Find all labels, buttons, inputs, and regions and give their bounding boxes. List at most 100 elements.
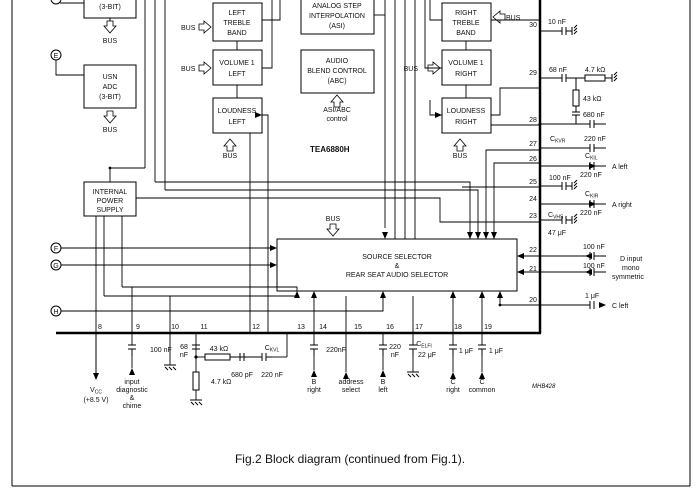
bus-arrow-source-selector (326, 223, 340, 237)
right-treble-block (441, 2, 492, 42)
abc-line1: AUDIO (326, 58, 349, 65)
label-address-2: select (342, 387, 360, 394)
label-vcc-val: (+8.5 V) (83, 397, 108, 404)
label-cleft: C left (612, 303, 628, 310)
right-treble-line2: TREBLE (452, 20, 480, 27)
label-bright-2: right (307, 387, 321, 394)
label-cap29: 68 nF (549, 67, 567, 74)
connector-g-label: G (53, 263, 58, 270)
bus-arrow-loudness-right (453, 138, 467, 152)
pin-21: 21 (529, 266, 537, 273)
pin-27: 27 (529, 141, 537, 148)
label-cright-2: right (446, 387, 460, 394)
volume1-right-line2: RIGHT (455, 71, 478, 78)
label-address-1: address (339, 379, 364, 386)
abc-line2: BLEND CONTROL (307, 68, 367, 75)
pin-26: 26 (529, 156, 537, 163)
bus-label-right-treble: BUS (506, 15, 521, 22)
label-cap680p: 680 pF (231, 372, 253, 379)
label-dinput-1: D input (620, 256, 642, 263)
pin-22: 22 (529, 247, 537, 254)
label-ckvl: CKVL (265, 345, 280, 354)
label-res43-bottom: 43 kΩ (210, 346, 228, 353)
wires (55, 0, 590, 400)
asi-line3: (ASI) (329, 23, 345, 30)
loudness-right-line2: RIGHT (455, 119, 478, 126)
pin-15: 15 (354, 324, 362, 331)
label-res43: 43 kΩ (583, 96, 601, 103)
usn-adc-line3: (3-BIT) (99, 94, 121, 101)
bus-label-usn-adc: BUS (103, 127, 118, 134)
right-treble-line1: RIGHT (455, 10, 478, 17)
asi-abc-arrow (330, 94, 344, 108)
label-bleft-1: B (381, 379, 386, 386)
label-cvhs: CVHS (548, 212, 564, 221)
volume1-right-block (441, 49, 492, 86)
pin-24: 24 (529, 196, 537, 203)
loudness-right-block (441, 97, 492, 134)
right-components (561, 27, 612, 309)
label-cap16-2: nF (391, 352, 399, 359)
label-cap25: 100 nF (549, 175, 571, 182)
adc-top-line1: (3-BIT) (99, 4, 121, 11)
label-ckir: CKIR (585, 191, 599, 200)
usn-adc-line2: ADC (103, 84, 118, 91)
usn-adc-line1: USN (103, 74, 118, 81)
label-dinput-3: symmetric (612, 274, 644, 281)
loudness-right-line1: LOUDNESS (447, 108, 486, 115)
label-dinput-2: mono (622, 265, 640, 272)
label-aleft: A left (612, 164, 628, 171)
asi-block (300, 0, 375, 35)
volume1-left-line2: LEFT (228, 71, 246, 78)
left-treble-line2: TREBLE (223, 20, 251, 27)
figure-caption: Fig.2 Block diagram (continued from Fig.… (234, 452, 466, 466)
label-cap11-1: 68 (180, 344, 188, 351)
label-ckvr: CKVR (550, 136, 566, 145)
loudness-left-line1: LOUDNESS (218, 108, 257, 115)
label-res29: 4.7 kΩ (585, 67, 605, 74)
ground-symbols (164, 24, 618, 406)
bus-arrow-adc-top (103, 20, 117, 34)
bus-label-volume1-right: BUS (404, 66, 419, 73)
bus-label-loudness-right: BUS (453, 153, 468, 160)
pin-18: 18 (454, 324, 462, 331)
label-ckil-val: 220 nF (580, 172, 602, 179)
pin-23: 23 (529, 213, 537, 220)
connector-h-label: H (53, 309, 58, 316)
pin-25: 25 (529, 179, 537, 186)
label-cap680: 680 nF (583, 112, 605, 119)
label-cap19: 1 μF (489, 348, 503, 355)
source-selector-line3: REAR SEAT AUDIO SELECTOR (346, 272, 448, 279)
pin-14: 14 (319, 324, 327, 331)
bus-arrow-volume1-left (198, 61, 212, 75)
label-cap14: 220nF (326, 347, 346, 354)
label-ccommon-1: C (479, 379, 484, 386)
connector-e-label: E (54, 53, 59, 60)
bus-label-adc-top: BUS (103, 38, 118, 45)
label-aright: A right (612, 202, 632, 209)
bus-arrow-loudness-left (223, 138, 237, 152)
bus-arrow-usn-adc (103, 110, 117, 124)
label-vcc: VCC (90, 387, 102, 396)
label-cap21: 100 nF (583, 263, 605, 270)
power-supply-line1: INTERNAL (93, 189, 128, 196)
volume1-right-line1: VOLUME 1 (448, 60, 484, 67)
label-bright-1: B (312, 379, 317, 386)
asi-line2: INTERPOLATION (309, 13, 365, 20)
asi-abc-label-line2: control (326, 116, 347, 123)
bottom-components (128, 344, 486, 391)
volume1-left-line1: VOLUME 1 (219, 60, 255, 67)
left-treble-line1: LEFT (228, 10, 246, 17)
label-cap16-1: 220 (389, 344, 401, 351)
connector-f-label: F (54, 246, 58, 253)
volume1-left-block (212, 49, 263, 86)
right-treble-line3: BAND (456, 30, 475, 37)
label-input-diag-4: chime (123, 403, 142, 410)
chip-outline (56, 0, 542, 335)
asi-abc-label-line1: ASI/ABC (323, 107, 351, 114)
label-bleft-2: left (378, 387, 387, 394)
pin-16: 16 (386, 324, 394, 331)
label-cap30: 10 nF (548, 19, 566, 26)
pin-29: 29 (529, 70, 537, 77)
label-ckvl-val: 220 nF (261, 372, 283, 379)
